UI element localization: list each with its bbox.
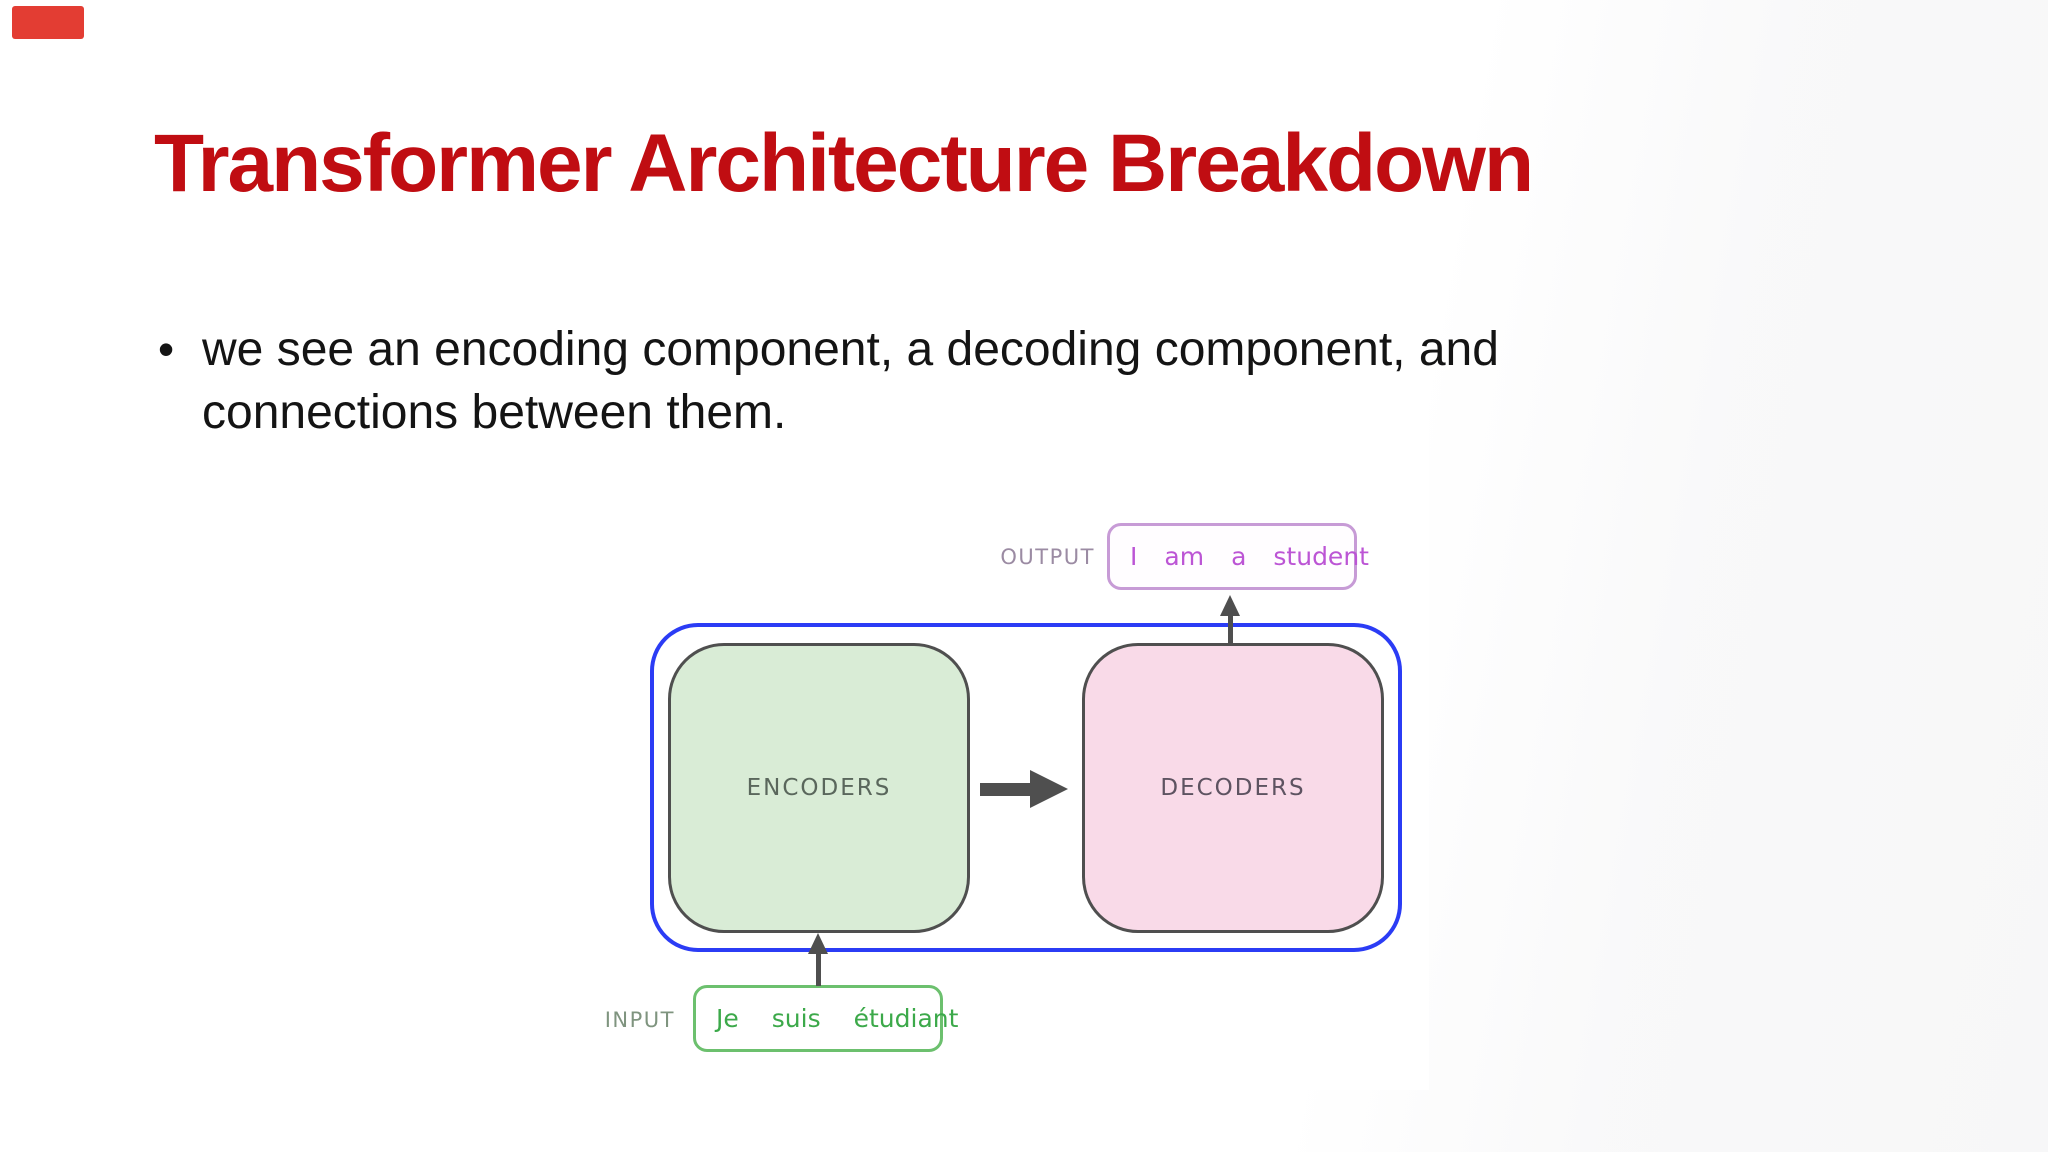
bullet-text-line-1: we see an encoding component, a decoding… (202, 323, 1499, 376)
output-word: a (1231, 542, 1247, 571)
encoders-box: ENCODERS (668, 643, 970, 933)
page-title: Transformer Architecture Breakdown (154, 118, 1534, 209)
output-word: am (1164, 542, 1205, 571)
input-label: INPUT (604, 1008, 675, 1032)
corner-accent-bar (12, 6, 84, 39)
bullet-list: • we see an encoding component, a decodi… (158, 318, 1499, 444)
output-token-box: I am a student (1107, 523, 1369, 590)
right-arrow-icon (1030, 770, 1068, 808)
up-arrow-shaft (1228, 614, 1233, 644)
output-word: student (1273, 542, 1369, 571)
bullet-marker: • (158, 323, 175, 375)
bullet-text-line-2: connections between them. (202, 386, 787, 439)
input-word: Je (716, 1004, 739, 1033)
up-arrow-icon (1220, 595, 1240, 616)
decoders-label: DECODERS (1160, 775, 1306, 801)
right-arrow-shaft (980, 783, 1032, 796)
up-arrow-icon (808, 933, 828, 954)
decoders-box: DECODERS (1082, 643, 1384, 933)
bullet-text: we see an encoding component, a decoding… (202, 318, 1499, 444)
input-word: suis (771, 1004, 821, 1033)
up-arrow-shaft (816, 951, 821, 986)
output-word: I (1130, 542, 1138, 571)
input-token-box: Je suis étudiant (693, 985, 958, 1052)
encoders-label: ENCODERS (746, 775, 892, 801)
output-label: OUTPUT (1000, 545, 1095, 569)
input-word: étudiant (853, 1004, 959, 1033)
